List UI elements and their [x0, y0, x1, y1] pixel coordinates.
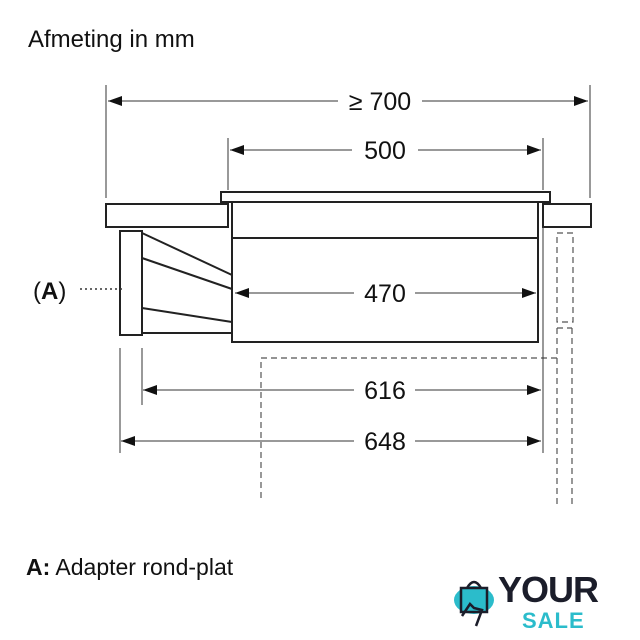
shopping-bag-hand-icon	[454, 580, 494, 627]
hob-body-upper	[231, 201, 539, 239]
diagram-title: Afmeting in mm	[28, 26, 195, 53]
hob-body-lower	[231, 237, 539, 343]
dimension-label-616: 616	[364, 377, 406, 405]
hob-top-plate	[220, 191, 551, 203]
callout-a: (A)	[33, 278, 122, 305]
legend-key: A:	[26, 554, 51, 580]
dimension-label-470: 470	[364, 280, 406, 308]
yoursale-logo: YOUR SALE	[452, 569, 622, 636]
dimension-label-500: 500	[364, 137, 406, 165]
callout-a-label: A	[41, 278, 58, 305]
dimension-648: 648	[121, 428, 541, 456]
extension-lines	[105, 85, 591, 453]
countertop-left	[105, 203, 229, 228]
dimension-body-width: 470	[235, 280, 536, 308]
svg-text:(A): (A)	[33, 278, 66, 305]
adapter-round-flat	[119, 230, 233, 336]
dimension-label-648: 648	[364, 428, 406, 456]
legend-text: Adapter rond-plat	[55, 554, 234, 580]
logo-line1: YOUR	[498, 569, 599, 610]
legend: A: Adapter rond-plat	[26, 553, 233, 581]
countertop-right	[542, 203, 592, 228]
logo-line2: SALE	[522, 608, 585, 633]
cabinet-outline-dashed	[260, 232, 574, 505]
dimension-hob-width: 500	[230, 137, 541, 165]
dimension-min-width: ≥ 700	[108, 88, 588, 116]
dimension-label-700: ≥ 700	[349, 88, 411, 116]
dimension-616: 616	[143, 377, 541, 405]
